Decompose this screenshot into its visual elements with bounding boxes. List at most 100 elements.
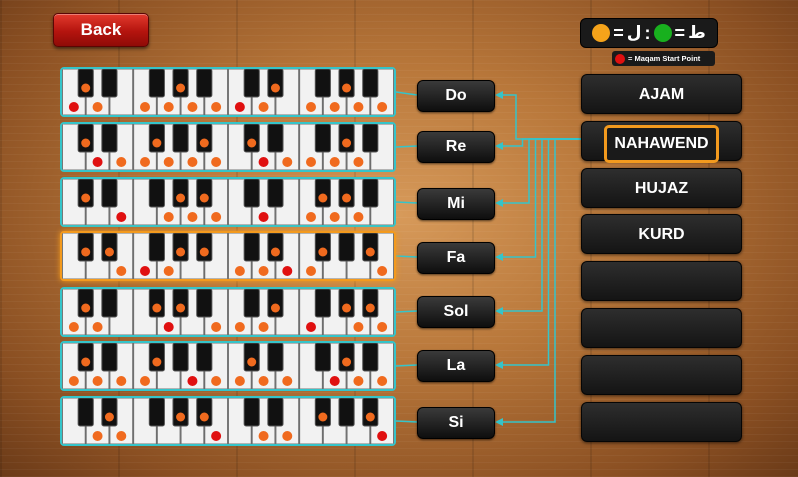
black-key[interactable] <box>101 343 118 372</box>
black-key[interactable] <box>362 124 379 153</box>
black-key[interactable] <box>172 398 189 427</box>
maqam-button-empty[interactable] <box>581 355 742 395</box>
black-key[interactable] <box>77 69 94 98</box>
note-dot <box>365 247 375 257</box>
black-key[interactable] <box>243 343 260 372</box>
black-key[interactable] <box>101 124 118 153</box>
black-key[interactable] <box>243 69 260 98</box>
legend-equals-2: = <box>674 22 686 43</box>
black-key[interactable] <box>101 233 118 262</box>
note-dot <box>187 102 198 112</box>
black-key[interactable] <box>172 179 189 208</box>
start-point-dot <box>329 376 340 386</box>
black-key[interactable] <box>314 398 331 427</box>
black-key[interactable] <box>148 69 165 98</box>
note-button-fa[interactable]: Fa <box>417 242 495 274</box>
black-key[interactable] <box>196 233 213 262</box>
maqam-button-empty[interactable] <box>581 261 742 301</box>
black-key[interactable] <box>267 289 284 318</box>
black-key[interactable] <box>243 398 260 427</box>
black-key[interactable] <box>77 398 94 427</box>
black-key[interactable] <box>172 233 189 262</box>
black-key[interactable] <box>243 124 260 153</box>
black-key[interactable] <box>267 179 284 208</box>
black-key[interactable] <box>267 343 284 372</box>
black-key[interactable] <box>101 289 118 318</box>
black-key[interactable] <box>196 69 213 98</box>
keyboard-row-mi[interactable] <box>60 177 396 227</box>
black-key[interactable] <box>148 398 165 427</box>
black-key[interactable] <box>314 179 331 208</box>
black-key[interactable] <box>77 179 94 208</box>
legend-separator: : <box>644 22 651 43</box>
black-key[interactable] <box>148 124 165 153</box>
black-key[interactable] <box>243 179 260 208</box>
black-key[interactable] <box>196 124 213 153</box>
maqam-button-hujaz[interactable]: HUJAZ <box>581 168 742 208</box>
black-key[interactable] <box>314 289 331 318</box>
note-dot <box>282 376 293 386</box>
note-button-la[interactable]: La <box>417 350 495 382</box>
black-key[interactable] <box>362 398 379 427</box>
black-key[interactable] <box>314 124 331 153</box>
black-key[interactable] <box>267 233 284 262</box>
note-button-re[interactable]: Re <box>417 131 495 163</box>
black-key[interactable] <box>77 343 94 372</box>
black-key[interactable] <box>362 289 379 318</box>
black-key[interactable] <box>172 69 189 98</box>
black-key[interactable] <box>101 398 118 427</box>
note-button-do[interactable]: Do <box>417 80 495 112</box>
black-key[interactable] <box>148 343 165 372</box>
keyboard-row-re[interactable] <box>60 122 396 172</box>
keyboard-row-do[interactable] <box>60 67 396 117</box>
black-key[interactable] <box>172 343 189 372</box>
black-key[interactable] <box>362 233 379 262</box>
black-key[interactable] <box>77 233 94 262</box>
black-key[interactable] <box>338 343 355 372</box>
maqam-button-nahawend[interactable]: NAHAWEND <box>581 121 742 163</box>
keyboard-row-la[interactable] <box>60 341 396 391</box>
black-key[interactable] <box>148 233 165 262</box>
black-key[interactable] <box>196 398 213 427</box>
black-key[interactable] <box>196 289 213 318</box>
black-key[interactable] <box>338 398 355 427</box>
black-key[interactable] <box>267 124 284 153</box>
black-key[interactable] <box>338 179 355 208</box>
black-key[interactable] <box>314 69 331 98</box>
note-button-sol[interactable]: Sol <box>417 296 495 328</box>
back-button[interactable]: Back <box>53 13 149 47</box>
black-key[interactable] <box>172 124 189 153</box>
maqam-button-empty[interactable] <box>581 402 742 442</box>
black-key[interactable] <box>267 398 284 427</box>
note-dot <box>163 157 174 167</box>
black-key[interactable] <box>362 69 379 98</box>
keyboard-row-sol[interactable] <box>60 287 396 337</box>
black-key[interactable] <box>77 124 94 153</box>
black-key[interactable] <box>362 179 379 208</box>
maqam-button-empty[interactable] <box>581 308 742 348</box>
black-key[interactable] <box>77 289 94 318</box>
black-key[interactable] <box>338 289 355 318</box>
maqam-button-kurd[interactable]: KURD <box>581 214 742 254</box>
black-key[interactable] <box>362 343 379 372</box>
black-key[interactable] <box>243 289 260 318</box>
black-key[interactable] <box>314 343 331 372</box>
keyboard-row-fa[interactable] <box>60 231 396 281</box>
black-key[interactable] <box>196 343 213 372</box>
keyboard-row-si[interactable] <box>60 396 396 446</box>
black-key[interactable] <box>338 69 355 98</box>
black-key[interactable] <box>338 233 355 262</box>
maqam-button-ajam[interactable]: AJAM <box>581 74 742 114</box>
black-key[interactable] <box>196 179 213 208</box>
black-key[interactable] <box>314 233 331 262</box>
black-key[interactable] <box>101 179 118 208</box>
black-key[interactable] <box>267 69 284 98</box>
black-key[interactable] <box>243 233 260 262</box>
note-button-mi[interactable]: Mi <box>417 188 495 220</box>
note-button-si[interactable]: Si <box>417 407 495 439</box>
black-key[interactable] <box>338 124 355 153</box>
black-key[interactable] <box>101 69 118 98</box>
black-key[interactable] <box>148 289 165 318</box>
black-key[interactable] <box>172 289 189 318</box>
black-key[interactable] <box>148 179 165 208</box>
